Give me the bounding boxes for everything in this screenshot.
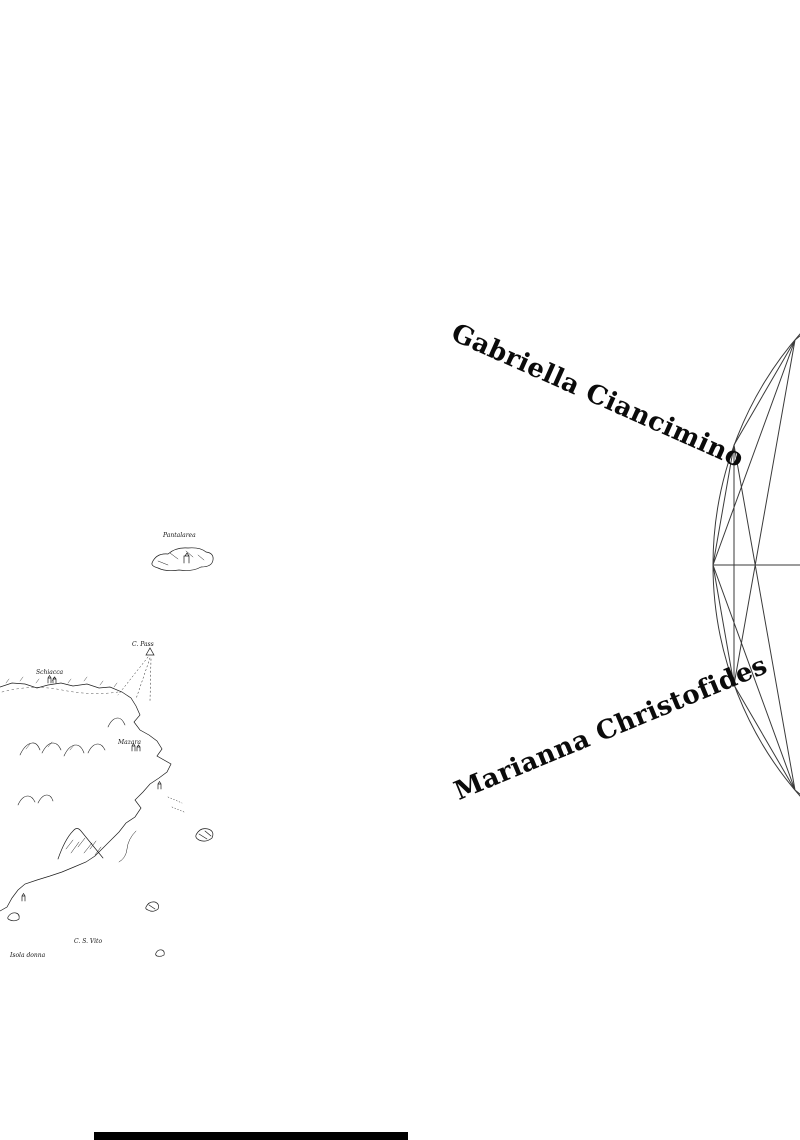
map-label-c-s-vito: C. S. Vito — [74, 938, 102, 945]
map-engraving — [0, 547, 214, 957]
tower-mark — [183, 552, 190, 564]
inscribed-polygon-lines — [712, 333, 800, 797]
island-pantalarea — [151, 547, 214, 572]
map-label-schiacca: Schiacca — [36, 669, 64, 676]
artist-name-gabriella-ciancimino: Gabriella Ciancimino — [446, 318, 749, 475]
map-label-mazara: Mazara — [117, 739, 141, 746]
map-label-isola-donna: Isola donna — [9, 952, 46, 959]
cape-beacon — [117, 647, 155, 702]
river — [118, 830, 137, 863]
small-islands — [7, 828, 214, 957]
mountains — [17, 717, 126, 860]
map-label-c-pass: C. Pass — [132, 641, 154, 648]
antique-map-illustration: Pantalarea Schiacca C. Pass Mazara C. S.… — [0, 532, 214, 959]
coastline — [0, 682, 172, 912]
map-label-pantalarea: Pantalarea — [162, 532, 196, 539]
footer-bar — [94, 1132, 408, 1140]
town-marks — [21, 674, 162, 902]
artist-name-marianna-christofides: Marianna Christofides — [450, 650, 772, 807]
